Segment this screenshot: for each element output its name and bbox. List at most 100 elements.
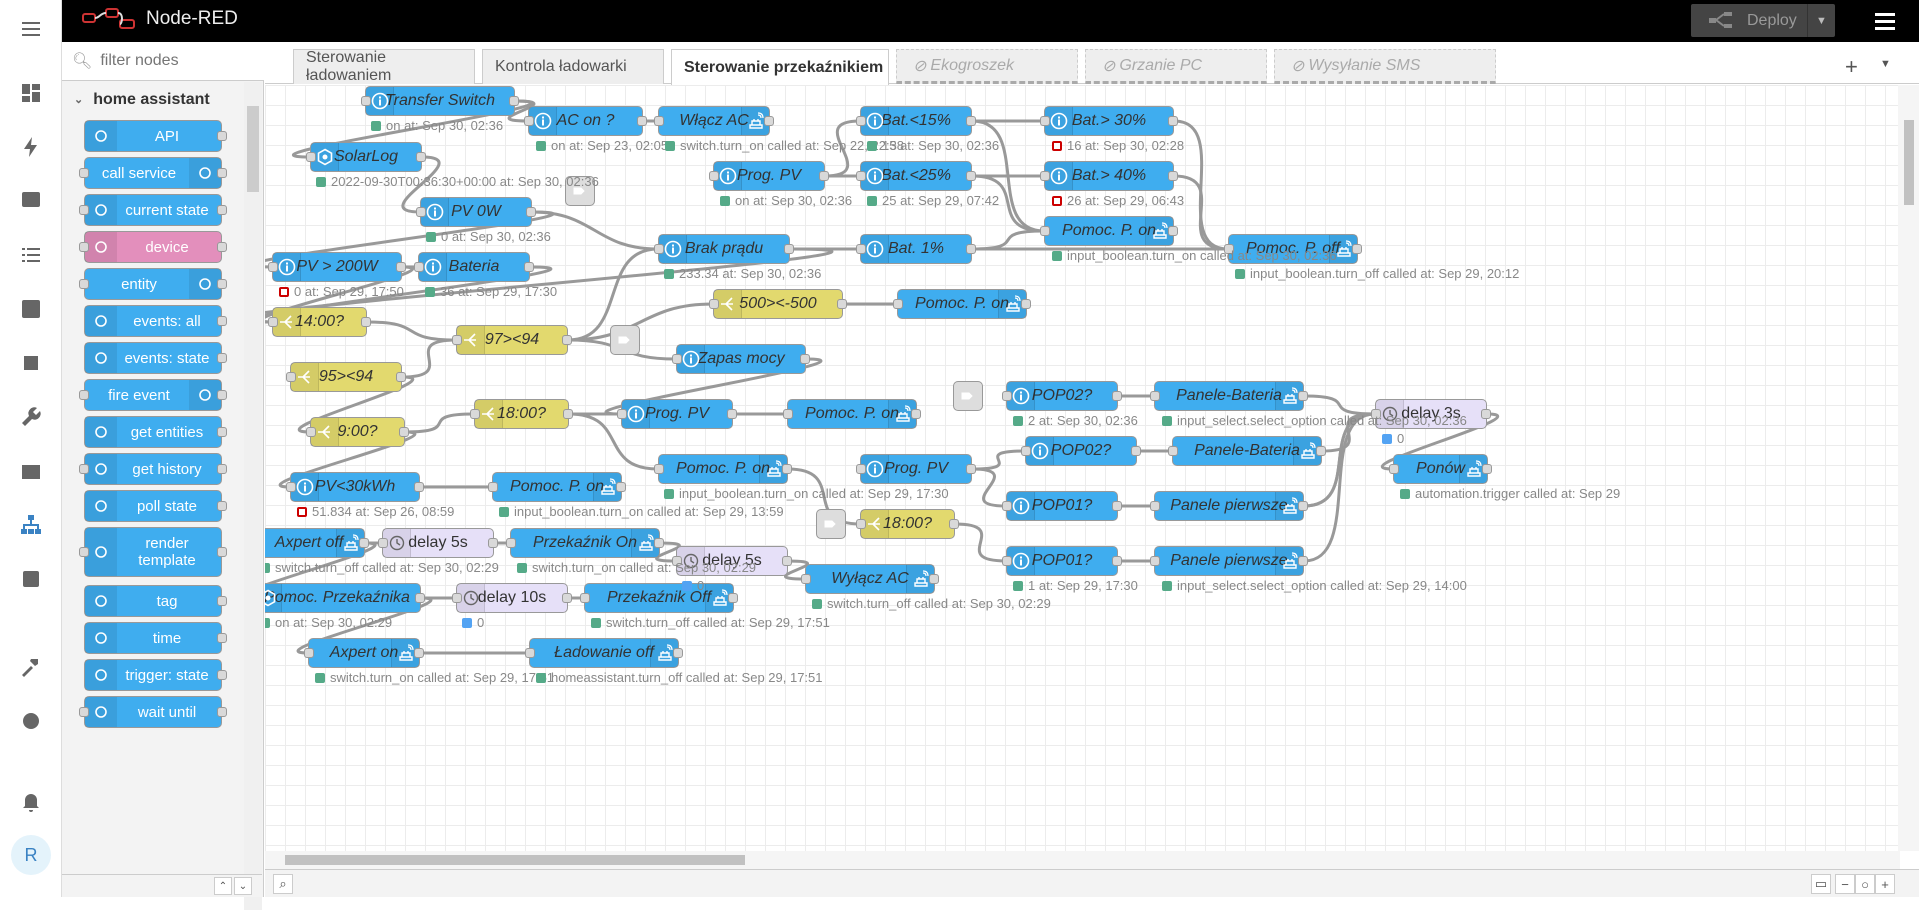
flow-node[interactable]: delay 3s <box>1371 399 1491 429</box>
flow-node[interactable]: PV 0W <box>416 197 536 227</box>
input-port[interactable] <box>306 427 316 437</box>
output-port[interactable] <box>415 593 425 603</box>
palette-node-call-service[interactable]: call service <box>79 157 227 189</box>
wire[interactable] <box>784 559 809 581</box>
flow-node[interactable]: 500><-500 <box>709 289 847 319</box>
palette-node-render-template[interactable]: render template <box>79 527 227 577</box>
flow-node[interactable]: Panele pierwsze <box>1150 491 1308 521</box>
flow-node[interactable]: 18:00? <box>470 399 573 429</box>
output-port[interactable] <box>414 482 424 492</box>
input-port[interactable] <box>893 299 903 309</box>
output-port[interactable] <box>1168 116 1178 126</box>
wire[interactable] <box>401 338 457 379</box>
output-port[interactable] <box>966 171 976 181</box>
input-port[interactable] <box>1371 409 1381 419</box>
wire[interactable] <box>655 541 681 563</box>
wire[interactable] <box>265 265 414 324</box>
flow-node[interactable]: Przekaźnik On <box>506 528 664 558</box>
output-port[interactable] <box>416 152 426 162</box>
wire[interactable] <box>1173 174 1229 251</box>
output-port[interactable] <box>654 538 664 548</box>
flow-node[interactable]: Transfer Switch <box>361 86 519 116</box>
input-port[interactable] <box>1002 391 1012 401</box>
input-port[interactable] <box>1040 226 1050 236</box>
map-icon[interactable] <box>0 174 62 228</box>
output-port[interactable] <box>966 244 976 254</box>
wire[interactable] <box>567 302 714 342</box>
wire[interactable] <box>1303 412 1376 563</box>
input-port[interactable] <box>1002 501 1012 511</box>
tab-kontrola-ladowarki[interactable]: Kontrola ładowarki <box>482 49 664 84</box>
wire[interactable] <box>401 155 441 214</box>
wire[interactable] <box>265 210 555 269</box>
input-port[interactable] <box>856 116 866 126</box>
tab-list-icon[interactable]: ▼ <box>1880 58 1891 70</box>
input-port[interactable] <box>672 354 682 364</box>
input-port[interactable] <box>286 482 296 492</box>
flow-node[interactable]: Pomoc. Przekaźnika <box>265 583 425 613</box>
tab-sterowanie-przekaznikiem[interactable]: Sterowanie przekaźnikiem <box>671 49 889 85</box>
wire[interactable] <box>604 357 823 416</box>
input-port[interactable] <box>1040 116 1050 126</box>
wire[interactable] <box>278 430 417 489</box>
input-port[interactable] <box>286 372 296 382</box>
node-red-icon[interactable] <box>0 498 62 552</box>
input-port[interactable] <box>654 116 664 126</box>
output-port[interactable] <box>966 464 976 474</box>
input-port[interactable] <box>783 409 793 419</box>
palette-node-fire-event[interactable]: fire event <box>79 379 227 411</box>
input-port[interactable] <box>856 244 866 254</box>
wire[interactable] <box>1303 394 1376 416</box>
flow-node[interactable]: Prog. PV <box>856 454 976 484</box>
input-port[interactable] <box>1168 446 1178 456</box>
wrench-icon[interactable] <box>0 390 62 444</box>
hacs-icon[interactable] <box>0 444 62 498</box>
wire[interactable] <box>404 412 475 434</box>
input-port[interactable] <box>801 574 811 584</box>
output-port[interactable] <box>637 116 647 126</box>
wire[interactable] <box>567 247 659 342</box>
energy-icon[interactable] <box>0 120 62 174</box>
flow-node[interactable]: PV > 200W <box>268 252 406 282</box>
wire[interactable] <box>291 99 534 159</box>
link-node[interactable] <box>953 381 983 411</box>
input-port[interactable] <box>1389 464 1399 474</box>
flow-node[interactable]: Brak prądu <box>654 234 794 264</box>
flow-node[interactable]: delay 5s <box>378 528 498 558</box>
output-port[interactable] <box>673 648 683 658</box>
palette-node-events-state[interactable]: events: state <box>84 342 227 374</box>
output-port[interactable] <box>1112 556 1122 566</box>
main-menu-icon[interactable] <box>1872 8 1898 34</box>
flow-node[interactable]: 95><94 <box>286 362 406 392</box>
output-port[interactable] <box>819 171 829 181</box>
output-port[interactable] <box>526 207 536 217</box>
input-port[interactable] <box>1002 556 1012 566</box>
input-port[interactable] <box>378 538 388 548</box>
input-port[interactable] <box>709 299 719 309</box>
wire[interactable] <box>366 320 457 342</box>
palette-scrollbar[interactable] <box>244 82 262 910</box>
output-port[interactable] <box>509 96 519 106</box>
flow-node[interactable]: Pomoc. P. off <box>1224 234 1362 264</box>
output-port[interactable] <box>359 538 369 548</box>
wire[interactable] <box>568 412 659 471</box>
input-port[interactable] <box>524 116 534 126</box>
flow-node[interactable]: Pomoc. P. on <box>783 399 921 429</box>
flow-node[interactable]: Bat.<25% <box>856 161 976 191</box>
input-port[interactable] <box>1150 501 1160 511</box>
wire[interactable] <box>531 210 659 251</box>
palette-node-api[interactable]: API <box>84 120 227 152</box>
flow-node[interactable]: Panele-Bateria <box>1150 381 1308 411</box>
flow-node[interactable]: delay 10s <box>452 583 572 613</box>
filter-nodes-input[interactable] <box>100 52 261 70</box>
input-port[interactable] <box>617 409 627 419</box>
palette-node-wait-until[interactable]: wait until <box>79 696 227 728</box>
zoom-out-icon[interactable]: − <box>1835 874 1855 894</box>
input-port[interactable] <box>1021 446 1031 456</box>
flow-node[interactable]: Ponów <box>1389 454 1492 484</box>
output-port[interactable] <box>524 262 534 272</box>
output-port[interactable] <box>1298 501 1308 511</box>
palette-node-get-history[interactable]: get history <box>79 453 227 485</box>
output-port[interactable] <box>616 482 626 492</box>
